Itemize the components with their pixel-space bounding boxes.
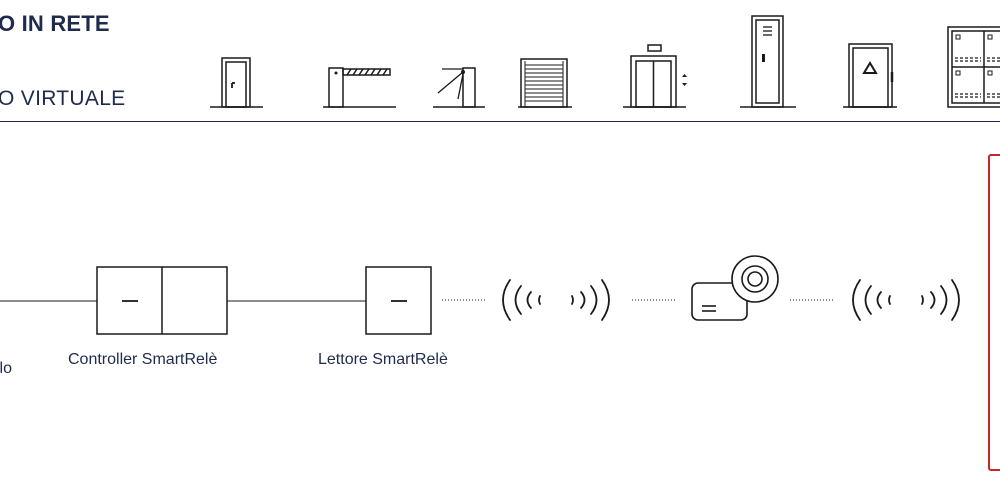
controller-smartrele-label: Controller SmartRelè <box>68 351 218 368</box>
title-virtual: O VIRTUALE <box>0 87 126 110</box>
header-divider <box>0 121 1000 122</box>
rolling-shutter-icon <box>518 58 572 108</box>
controller-smartrele-device <box>96 266 228 335</box>
locker-cabinet-icon <box>947 26 1000 108</box>
wireless-signal-icon-2 <box>852 279 960 321</box>
highlight-frame <box>988 154 1000 471</box>
door-icon <box>210 57 263 108</box>
safe-door-icon <box>843 43 897 108</box>
barrier-gate-icon <box>323 67 396 108</box>
wireless-signal-icon-1 <box>502 279 610 321</box>
lettore-smartrele-label: Lettore SmartRelè <box>318 351 448 368</box>
server-cabinet-icon <box>740 15 796 108</box>
turnstile-icon <box>433 67 485 108</box>
title-network: O IN RETE <box>0 11 110 36</box>
lettore-smartrele-device <box>365 266 432 335</box>
card-key-icon <box>691 255 779 321</box>
elevator-icon <box>623 44 687 108</box>
device-label-left: llo <box>0 360 13 377</box>
